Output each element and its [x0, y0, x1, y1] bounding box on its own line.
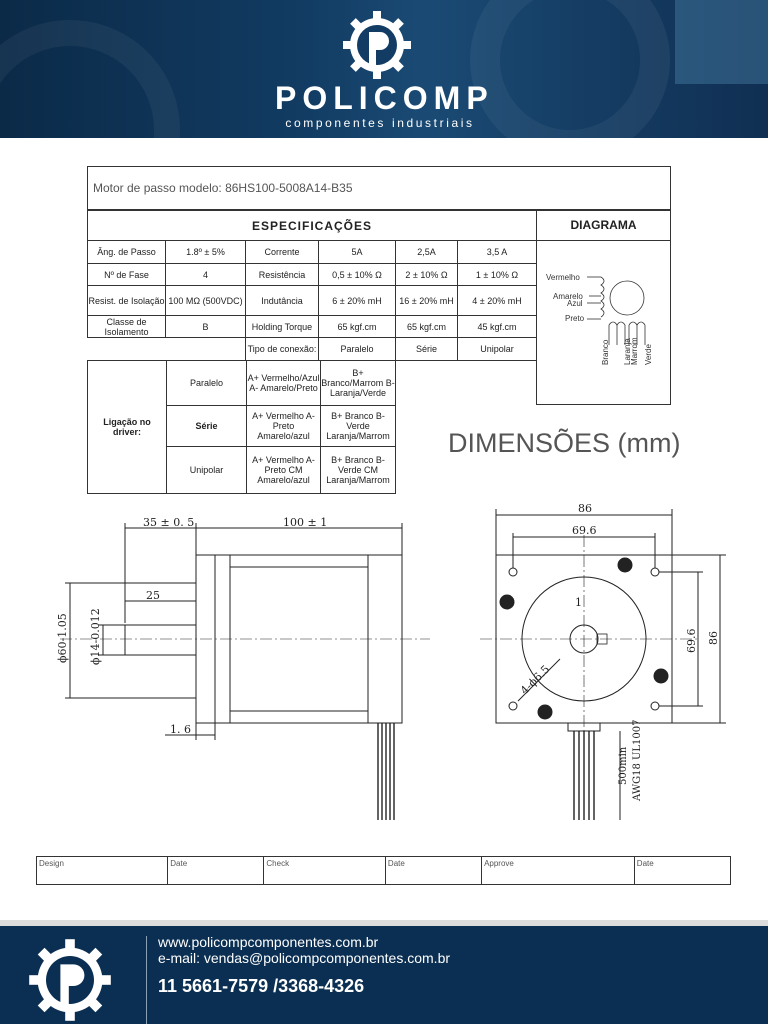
signoff-cell: Date	[384, 856, 483, 885]
spec-cell: Resistência	[245, 263, 319, 286]
wire-label: Laranja	[623, 338, 632, 365]
wiring-diagram-drawing: Vermelho Amarelo Azul Preto Branco Laran…	[546, 273, 653, 365]
wire-label: Vermelho	[546, 273, 580, 282]
dim-label: ϕ60-1.05	[56, 613, 69, 663]
connection-type-cell: Paralelo	[318, 337, 396, 361]
spec-title: ESPECIFICAÇÕES	[87, 210, 537, 241]
dim-label: 86	[578, 502, 592, 515]
wiring-diagram: DIAGRAMA Vermelho Amarelo Azul Preto Bra…	[536, 210, 671, 405]
front-view	[480, 509, 726, 820]
spec-cell: 0,5 ± 10% Ω	[318, 263, 396, 286]
wire-label: Amarelo	[553, 292, 583, 301]
footer: www.policompcomponentes.com.br e-mail: v…	[0, 926, 768, 1024]
side-view	[60, 523, 430, 820]
diagram-title: DIAGRAMA	[537, 211, 670, 241]
dim-label: 500min	[618, 746, 629, 785]
signoff-table: Design Date Check Date Approve Date	[35, 856, 732, 885]
signoff-cell: Approve	[481, 856, 635, 885]
model-label: Motor de passo modelo: 86HS100-5008A14-B…	[87, 166, 671, 210]
brand-name: POLICOMP	[275, 80, 494, 116]
wire-label: Verde	[644, 344, 653, 365]
phase-b-wiring: B+ Branco B- Verde CM Laranja/Marrom	[320, 446, 396, 494]
connection-type: Unipolar	[166, 446, 247, 494]
driver-connection-table: Ligação no driver: Paralelo A+ Vermelho/…	[87, 360, 396, 494]
phone-number[interactable]: 11 5661-7579 /3368-4326	[158, 976, 365, 996]
spec-cell: 1.8º ± 5%	[165, 240, 246, 264]
policomp-gear-logo-icon	[343, 11, 411, 79]
phase-a-wiring: A+ Vermelho A- Preto Amarelo/azul	[246, 405, 321, 447]
spec-cell: 2 ± 10% Ω	[395, 263, 458, 286]
phase-b-wiring: B+ Branco/Marrom B- Laranja/Verde	[320, 360, 396, 406]
signoff-cell: Date	[167, 856, 265, 885]
wire-label: Preto	[565, 314, 585, 323]
phase-a-wiring: A+ Vermelho A- Preto CM Amarelo/azul	[246, 446, 321, 494]
wire-label: Azul	[567, 299, 583, 308]
signoff-cell: Design	[35, 856, 169, 885]
spec-cell: Corrente	[245, 240, 319, 264]
dim-label: 1	[575, 596, 582, 609]
signoff-cell: Check	[263, 856, 386, 885]
dim-label: ϕ14-0.012	[89, 608, 102, 665]
spec-cell: 100 MΩ (500VDC)	[165, 285, 246, 316]
policomp-gear-logo-icon	[29, 939, 111, 1021]
spec-cell: Resist. de Isolação	[87, 285, 166, 316]
spec-cell: Âng. de Passo	[87, 240, 166, 264]
spec-cell: 65 kgf.cm	[318, 315, 396, 338]
connection-type: Paralelo	[166, 360, 247, 406]
dim-label: 25	[146, 589, 160, 602]
wire-label: Marrom	[630, 337, 639, 365]
phase-b-wiring: B+ Branco B- Verde Laranja/Marrom	[320, 405, 396, 447]
spec-cell: 45 kgf.cm	[457, 315, 537, 338]
dim-label: 35 ± 0. 5	[143, 516, 194, 529]
website-link[interactable]: www.policompcomponentes.com.br	[158, 934, 379, 950]
spec-cell: 16 ± 20% mH	[395, 285, 458, 316]
spec-table: ESPECIFICAÇÕES Âng. de Passo 1.8º ± 5% C…	[87, 210, 537, 361]
dim-label: 69.6	[685, 629, 698, 654]
dim-label: 4-ϕ6.5	[518, 663, 552, 697]
spec-cell: Classe de Isolamento	[87, 315, 166, 338]
connection-type: Série	[166, 405, 247, 447]
wire-label: Branco	[601, 339, 610, 365]
spec-cell: B	[165, 315, 246, 338]
header-banner: POLICOMP componentes industriais	[0, 0, 768, 138]
spec-cell: Nº de Fase	[87, 263, 166, 286]
phase-a-wiring: A+ Vermelho/Azul A- Amarelo/Preto	[246, 360, 321, 406]
connection-type-cell: Série	[395, 337, 458, 361]
spec-cell: Holding Torque	[245, 315, 319, 338]
spec-cell: 65 kgf.cm	[395, 315, 458, 338]
brand-tagline: componentes industriais	[285, 116, 475, 130]
dim-label: 69.6	[572, 524, 597, 537]
spec-cell: Indutância	[245, 285, 319, 316]
dimensions-title: DIMENSÕES (mm)	[448, 428, 681, 458]
connection-type-cell: Unipolar	[457, 337, 537, 361]
spec-cell: 5A	[318, 240, 396, 264]
dim-label: AWG18 UL1007	[632, 719, 643, 802]
spec-cell: 4	[165, 263, 246, 286]
spec-cell: 2,5A	[395, 240, 458, 264]
signoff-cell: Date	[633, 856, 732, 885]
spec-cell: 3,5 A	[457, 240, 537, 264]
dim-label: 1. 6	[170, 723, 191, 736]
driver-connection-label: Ligação no driver:	[87, 360, 167, 494]
spec-cell: 1 ± 10% Ω	[457, 263, 537, 286]
dimension-drawing: 35 ± 0. 5 100 ± 1 25 1. 6 ϕ60-1.05 ϕ14-0…	[56, 502, 726, 820]
dim-label: 86	[707, 631, 720, 645]
spec-cell: 6 ± 20% mH	[318, 285, 396, 316]
dim-label: 100 ± 1	[283, 516, 327, 529]
spec-cell: 4 ± 20% mH	[457, 285, 537, 316]
email-link[interactable]: e-mail: vendas@policompcomponentes.com.b…	[158, 950, 451, 966]
connection-type-label: Tipo de conexão:	[245, 337, 319, 361]
